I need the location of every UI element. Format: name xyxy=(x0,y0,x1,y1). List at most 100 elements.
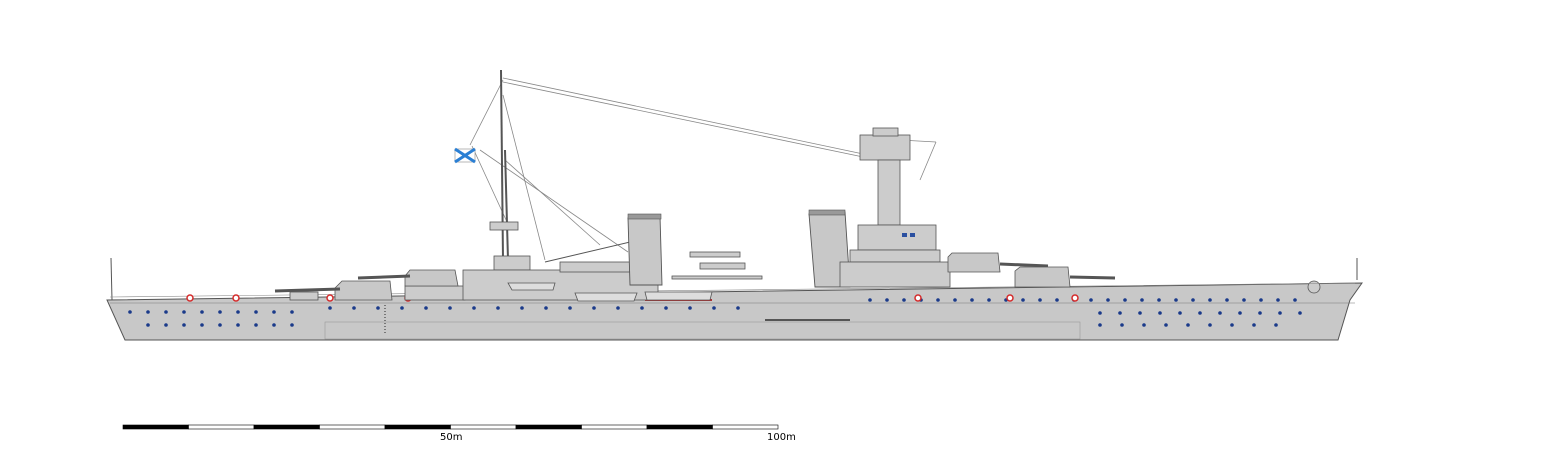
porthole xyxy=(1138,311,1142,315)
stern-flagstaff xyxy=(110,257,113,301)
portholes xyxy=(128,298,1302,327)
porthole xyxy=(640,306,644,310)
porthole xyxy=(182,310,186,314)
lifebuoy-icon xyxy=(914,294,922,302)
lifebuoy-icon xyxy=(186,294,194,302)
porthole xyxy=(1208,323,1212,327)
porthole xyxy=(164,323,168,327)
porthole xyxy=(1208,298,1212,302)
porthole xyxy=(936,298,940,302)
scale-bar-segment xyxy=(646,424,713,430)
porthole xyxy=(1218,311,1222,315)
porthole xyxy=(146,323,150,327)
scale-bar-segment xyxy=(712,424,779,430)
porthole xyxy=(218,310,222,314)
ship-boat-2 xyxy=(574,292,638,302)
anchor-icon xyxy=(1307,280,1321,294)
porthole xyxy=(1055,298,1059,302)
porthole xyxy=(592,306,596,310)
porthole xyxy=(1140,298,1144,302)
porthole xyxy=(1021,298,1025,302)
porthole xyxy=(1158,311,1162,315)
bridge-tower xyxy=(839,127,951,288)
scale-label-100m: 100m xyxy=(767,432,796,443)
aft-deckhouse-2 xyxy=(404,285,466,301)
porthole xyxy=(272,323,276,327)
porthole xyxy=(352,306,356,310)
porthole xyxy=(218,323,222,327)
porthole xyxy=(1098,311,1102,315)
porthole xyxy=(1198,311,1202,315)
ship-boat-3 xyxy=(644,291,713,301)
scale-bar-segment xyxy=(515,424,582,430)
porthole xyxy=(290,310,294,314)
forward-turret-lower xyxy=(1014,266,1116,288)
porthole xyxy=(328,306,332,310)
porthole xyxy=(1142,323,1146,327)
porthole xyxy=(272,310,276,314)
porthole xyxy=(1230,323,1234,327)
porthole xyxy=(400,306,404,310)
porthole xyxy=(182,323,186,327)
porthole xyxy=(970,298,974,302)
porthole xyxy=(164,310,168,314)
porthole xyxy=(664,306,668,310)
porthole xyxy=(1276,298,1280,302)
porthole xyxy=(1123,298,1127,302)
porthole xyxy=(1225,298,1229,302)
porthole xyxy=(1252,323,1256,327)
porthole xyxy=(200,323,204,327)
scale-bar-segment xyxy=(188,424,255,430)
scale-bar-segment xyxy=(319,424,386,430)
forward-turret-superfiring xyxy=(947,252,1049,273)
porthole xyxy=(885,298,889,302)
porthole xyxy=(902,298,906,302)
porthole xyxy=(1178,311,1182,315)
porthole xyxy=(254,310,258,314)
porthole xyxy=(1118,311,1122,315)
porthole xyxy=(424,306,428,310)
porthole xyxy=(472,306,476,310)
seaplane xyxy=(671,251,763,280)
lifebuoy-icon xyxy=(326,294,334,302)
porthole xyxy=(1174,298,1178,302)
porthole xyxy=(688,306,692,310)
porthole xyxy=(1293,298,1297,302)
scale-bar xyxy=(122,424,779,430)
ship-boat-1 xyxy=(507,282,556,291)
porthole xyxy=(290,323,294,327)
aft-turret-lower xyxy=(274,280,393,301)
porthole xyxy=(1164,323,1168,327)
porthole xyxy=(1238,311,1242,315)
porthole xyxy=(1259,298,1263,302)
lifebuoy-icon xyxy=(232,294,240,302)
porthole xyxy=(1106,298,1110,302)
porthole xyxy=(712,306,716,310)
naval-ensign-flag xyxy=(454,147,476,164)
porthole xyxy=(953,298,957,302)
porthole xyxy=(1191,298,1195,302)
porthole xyxy=(1157,298,1161,302)
scale-bar-segment xyxy=(122,424,189,430)
porthole xyxy=(376,306,380,310)
porthole xyxy=(146,310,150,314)
porthole xyxy=(496,306,500,310)
scale-label-50m: 50m xyxy=(440,432,463,443)
porthole xyxy=(1242,298,1246,302)
porthole xyxy=(1274,323,1278,327)
mainmast xyxy=(489,69,531,271)
porthole xyxy=(736,306,740,310)
porthole xyxy=(1278,311,1282,315)
porthole xyxy=(254,323,258,327)
porthole xyxy=(616,306,620,310)
porthole xyxy=(987,298,991,302)
porthole xyxy=(1098,323,1102,327)
porthole xyxy=(1120,323,1124,327)
aft-turret-superfiring xyxy=(357,269,459,287)
porthole xyxy=(568,306,572,310)
porthole xyxy=(448,306,452,310)
porthole xyxy=(236,310,240,314)
porthole xyxy=(1089,298,1093,302)
porthole xyxy=(1038,298,1042,302)
